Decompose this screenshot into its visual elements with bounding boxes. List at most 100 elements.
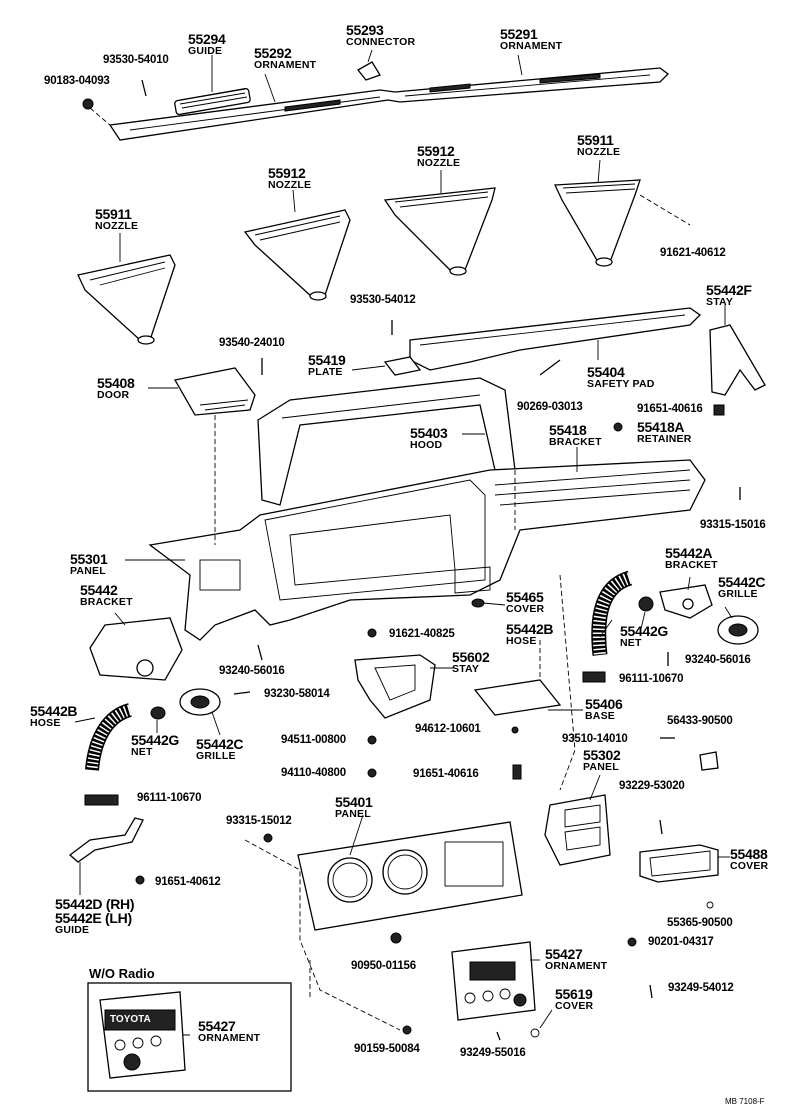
part-name: PLATE <box>308 366 343 378</box>
part-number: 55418 <box>549 422 587 438</box>
part-no-93510-14010: 93510-14010 <box>562 733 628 745</box>
part-name: GUIDE <box>188 45 223 57</box>
part-name: HOOD <box>410 439 443 451</box>
part-no-93249-55016: 93249-55016 <box>460 1047 526 1059</box>
grille-55442c-left <box>179 688 221 716</box>
fasteners <box>135 320 741 1041</box>
part-no-90183-04093: 90183-04093 <box>44 75 110 87</box>
part-number: 55442B <box>506 621 554 637</box>
part-number: 55442 <box>80 582 118 598</box>
main-panel-55301 <box>148 459 706 641</box>
net-55442g-right <box>638 596 654 612</box>
base-55406 <box>473 679 562 716</box>
part-no-90201-04317: 90201-04317 <box>648 936 714 948</box>
nozzle-55911-left <box>77 254 176 345</box>
part-number: 55488 <box>730 846 768 862</box>
part-number: 55442C <box>196 736 244 752</box>
plate-55419 <box>383 356 422 376</box>
part-name: BRACKET <box>665 559 718 571</box>
part-name: NOZZLE <box>577 146 621 158</box>
part-name: NOZZLE <box>268 179 312 191</box>
panel-55401 <box>297 821 523 931</box>
part-name: BASE <box>585 710 615 722</box>
part-name: NET <box>131 746 153 758</box>
part-number: 55911 <box>577 132 614 148</box>
part-name: NOZZLE <box>95 220 139 232</box>
nozzle-55912-left <box>243 209 351 301</box>
clip-56433 <box>699 751 719 771</box>
bracket-55442-left <box>89 617 183 681</box>
nozzle-55912-right <box>383 187 496 276</box>
part-number: 55602 <box>452 649 490 665</box>
cover-55488 <box>639 844 719 883</box>
part-name: COVER <box>506 603 545 615</box>
part-no-90950-01156: 90950-01156 <box>351 960 416 972</box>
part-name: HOSE <box>30 717 61 729</box>
part-number: 55911 <box>95 206 132 222</box>
stay-55602 <box>354 654 436 719</box>
stay-55442f <box>709 324 766 396</box>
part-number: 55302 <box>583 747 621 763</box>
part-name: GUIDE <box>55 924 90 936</box>
part-no-93240-56016-left: 93240-56016 <box>219 665 285 677</box>
part-name: CONNECTOR <box>346 36 416 48</box>
part-number: 55442A <box>665 545 713 561</box>
part-number: 55912 <box>417 143 455 159</box>
part-no-55365-90500: 55365-90500 <box>667 917 733 929</box>
part-name: STAY <box>706 296 734 308</box>
part-number: 55442F <box>706 282 752 298</box>
ornament-55427 <box>451 941 536 1021</box>
part-number: 55427 <box>545 946 583 962</box>
part-number: 55293 <box>346 22 384 38</box>
part-no-96111-10670-left: 96111-10670 <box>137 792 202 804</box>
hose-55442b-left <box>85 703 133 771</box>
ornament-strip <box>82 61 669 141</box>
part-no-94612-10601: 94612-10601 <box>415 723 481 735</box>
part-number: 55291 <box>500 26 538 42</box>
part-no-93249-54012: 93249-54012 <box>668 982 734 994</box>
grille-55442c-right <box>717 615 759 645</box>
panel-55302 <box>544 794 611 866</box>
net-55442g-left <box>150 706 166 720</box>
part-name: ORNAMENT <box>545 960 608 972</box>
part-name: SAFETY PAD <box>587 378 655 390</box>
part-no-93229-53020: 93229-53020 <box>619 780 685 792</box>
part-no-93530-54010: 93530-54010 <box>103 54 169 66</box>
part-no-93240-56016-right: 93240-56016 <box>685 654 751 666</box>
bracket-55442a-right <box>659 584 713 619</box>
part-name: DOOR <box>97 389 130 401</box>
part-no-90269-03013: 90269-03013 <box>517 401 583 413</box>
clamp-96111-left <box>84 794 119 806</box>
part-no-91651-40612: 91651-40612 <box>155 876 221 888</box>
part-no-91621-40612: 91621-40612 <box>660 247 726 259</box>
part-number: 55427 <box>198 1018 236 1034</box>
part-number: 55301 <box>70 551 108 567</box>
nozzle-55911-right <box>554 179 691 267</box>
part-number: 55442C <box>718 574 766 590</box>
part-no-93230-58014: 93230-58014 <box>264 688 330 700</box>
part-name: ORNAMENT <box>198 1032 261 1044</box>
part-name: NOZZLE <box>417 157 461 169</box>
